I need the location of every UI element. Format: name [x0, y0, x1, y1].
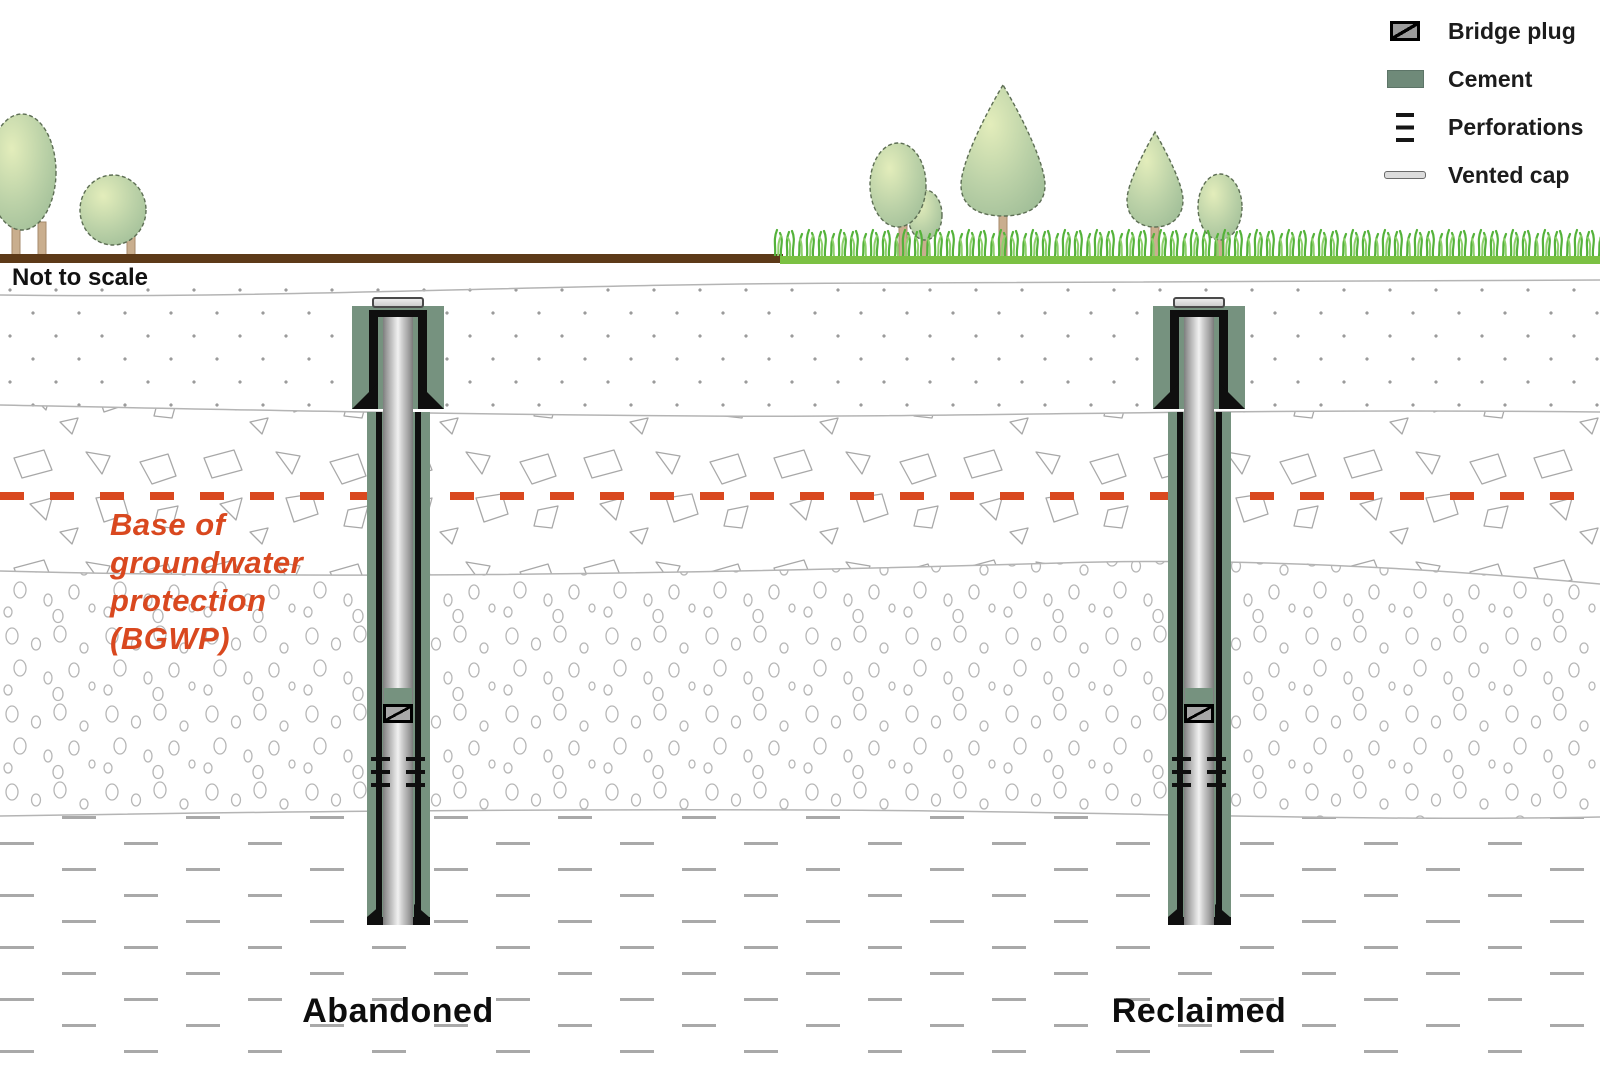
- bgwp-line: protection: [110, 583, 267, 618]
- bgwp-line: Base of: [110, 507, 226, 542]
- legend-label: Cement: [1448, 65, 1533, 92]
- trees-illustration: [0, 83, 1243, 259]
- production-casing-wall: [1177, 412, 1183, 914]
- bgwp-line: groundwater: [110, 545, 304, 580]
- bridge-plug-icon: [1390, 21, 1420, 41]
- perforations: [1207, 757, 1226, 787]
- bgwp-annotation: Base of groundwater protection (BGWP): [110, 506, 303, 658]
- legend-item-cement: Cement: [1374, 66, 1600, 92]
- bridge-plug: [383, 704, 413, 723]
- cement-swatch-icon: [1386, 70, 1424, 88]
- production-casing-wall: [1216, 412, 1222, 914]
- grass-surface: [780, 256, 1600, 264]
- legend-item-vented-cap: Vented cap: [1374, 162, 1600, 188]
- not-to-scale-label: Not to scale: [12, 264, 149, 291]
- production-casing-wall: [376, 412, 382, 914]
- dotted-soil-layer: [0, 278, 1600, 412]
- legend-label: Bridge plug: [1448, 17, 1576, 44]
- cement-plug: [1185, 688, 1213, 704]
- bgwp-line: (BGWP): [110, 621, 231, 656]
- surface-casing-wall: [418, 310, 427, 409]
- reclaimed-well-label: Reclaimed: [1111, 992, 1287, 1030]
- perforations: [371, 757, 390, 787]
- vented-cap-icon: [1384, 171, 1426, 179]
- perforations: [1172, 757, 1191, 787]
- grass-tufts: [772, 226, 1600, 256]
- cement-plug: [384, 688, 412, 704]
- production-casing-wall: [415, 412, 421, 914]
- surface-casing-wall: [369, 310, 378, 409]
- bgwp-dashed-line: [0, 492, 1600, 500]
- vented-cap: [1173, 297, 1225, 308]
- abandoned-well-diagram: [352, 297, 444, 925]
- wellbore-pipe: [1184, 310, 1214, 925]
- bridge-plug: [1184, 704, 1214, 723]
- wellhead-collar: [1170, 310, 1228, 317]
- bare-soil-surface: [0, 254, 783, 263]
- tree-crowns: [0, 83, 1243, 246]
- surface-casing-wall: [1170, 310, 1179, 409]
- perforations: [406, 757, 425, 787]
- perforations-icon: [1396, 112, 1414, 142]
- legend-item-perforations: Perforations: [1374, 112, 1600, 142]
- legend-item-bridge-plug: Bridge plug: [1374, 18, 1600, 44]
- vented-cap: [372, 297, 424, 308]
- legend-label: Vented cap: [1448, 161, 1570, 188]
- abandoned-well-label: Abandoned: [302, 992, 494, 1030]
- legend: Bridge plug Cement Perforations Vented c…: [1374, 18, 1600, 210]
- surface-casing-wall: [1219, 310, 1228, 409]
- reclaimed-well-diagram: [1153, 297, 1245, 925]
- legend-label: Perforations: [1448, 113, 1584, 140]
- wellhead-collar: [369, 310, 427, 317]
- wellbore-pipe: [383, 310, 413, 925]
